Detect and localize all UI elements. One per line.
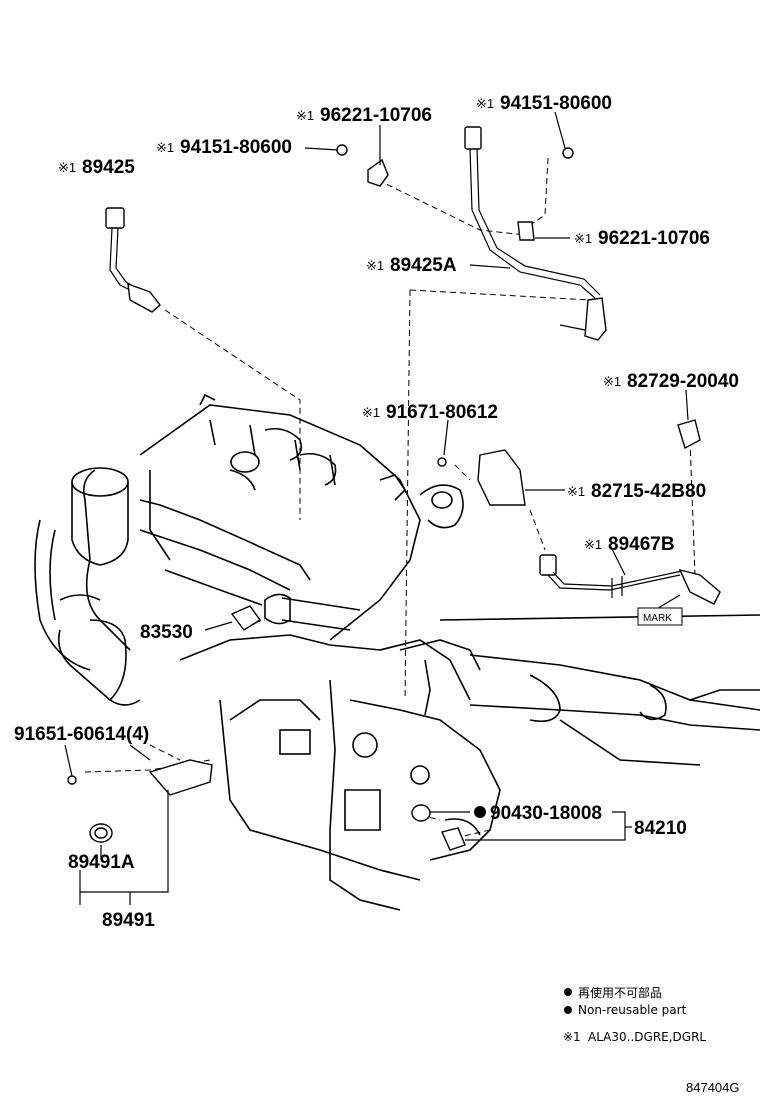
- bolt-91651: [67, 775, 77, 785]
- switch-84210: [441, 827, 466, 851]
- engine-block-illustration: [34, 393, 760, 911]
- label-mark: MARK: [643, 613, 672, 624]
- label-89467B: 89467B: [608, 534, 675, 555]
- prefix-mark: ※1: [603, 374, 621, 389]
- prefix-mark: ※1: [366, 258, 384, 273]
- prefix-mark: ※1: [476, 96, 494, 111]
- callout-leaders: [64, 111, 689, 905]
- legend-note-text: ALA30..DGRE,DGRL: [588, 1030, 706, 1044]
- gasket-90430: [411, 804, 431, 822]
- label-90430: 90430-18008: [490, 803, 602, 824]
- prefix-mark: ※1: [584, 537, 602, 552]
- label-89491A: 89491A: [68, 852, 135, 873]
- legend-non-reusable-en: Non-reusable part: [578, 1003, 687, 1017]
- label-82715: 82715-42B80: [591, 481, 706, 502]
- legend-dot-jp: [564, 988, 572, 996]
- non-reusable-dot: [474, 806, 486, 818]
- sensor-89425A-connector: [464, 126, 482, 150]
- installation-dashed-lines: [84, 157, 696, 839]
- diagram-code: 847404G: [686, 1080, 740, 1095]
- prefix-mark: ※1: [58, 160, 76, 175]
- legend-note-prefix: ※1: [563, 1030, 581, 1044]
- bracket-82715: [477, 449, 526, 506]
- label-94151-left: 94151-80600: [180, 137, 292, 158]
- legend-dot-en: [564, 1006, 572, 1014]
- label-89425: 89425: [82, 157, 135, 178]
- label-82729: 82729-20040: [627, 371, 739, 392]
- label-91671: 91671-80612: [386, 402, 498, 423]
- mark-box: [637, 607, 683, 626]
- legend-non-reusable-jp: 再使用不可部品: [578, 985, 662, 1000]
- sensor-89491: [148, 759, 213, 796]
- nut-94151-right: [562, 147, 574, 159]
- sensor-89425-connector: [105, 207, 125, 229]
- prefix-mark: ※1: [296, 108, 314, 123]
- nut-94151-left: [336, 144, 348, 156]
- legend: 再使用不可部品 Non-reusable part ※1 ALA30..DGRE…: [563, 985, 706, 1044]
- label-96221-right: 96221-10706: [598, 228, 710, 249]
- part-shapes: [67, 126, 721, 851]
- prefix-mark: ※1: [567, 484, 585, 499]
- label-83530: 83530: [140, 622, 193, 643]
- label-84210: 84210: [634, 818, 687, 839]
- label-89425A: 89425A: [390, 255, 457, 276]
- callout-labels: ※1 96221-10706 ※1 94151-80600 ※1 94151-8…: [14, 93, 739, 931]
- label-89491: 89491: [102, 910, 155, 931]
- switch-83530: [230, 605, 262, 631]
- bolt-91671: [437, 457, 447, 467]
- clamp-96221-right: [517, 221, 535, 241]
- label-94151-right: 94151-80600: [500, 93, 612, 114]
- prefix-mark: ※1: [362, 405, 380, 420]
- prefix-mark: ※1: [574, 231, 592, 246]
- sensor-82729: [677, 419, 701, 450]
- label-96221-top: 96221-10706: [320, 105, 432, 126]
- label-91651: 91651-60614(4): [14, 724, 149, 745]
- prefix-mark: ※1: [156, 140, 174, 155]
- clamp-96221-top: [367, 158, 389, 187]
